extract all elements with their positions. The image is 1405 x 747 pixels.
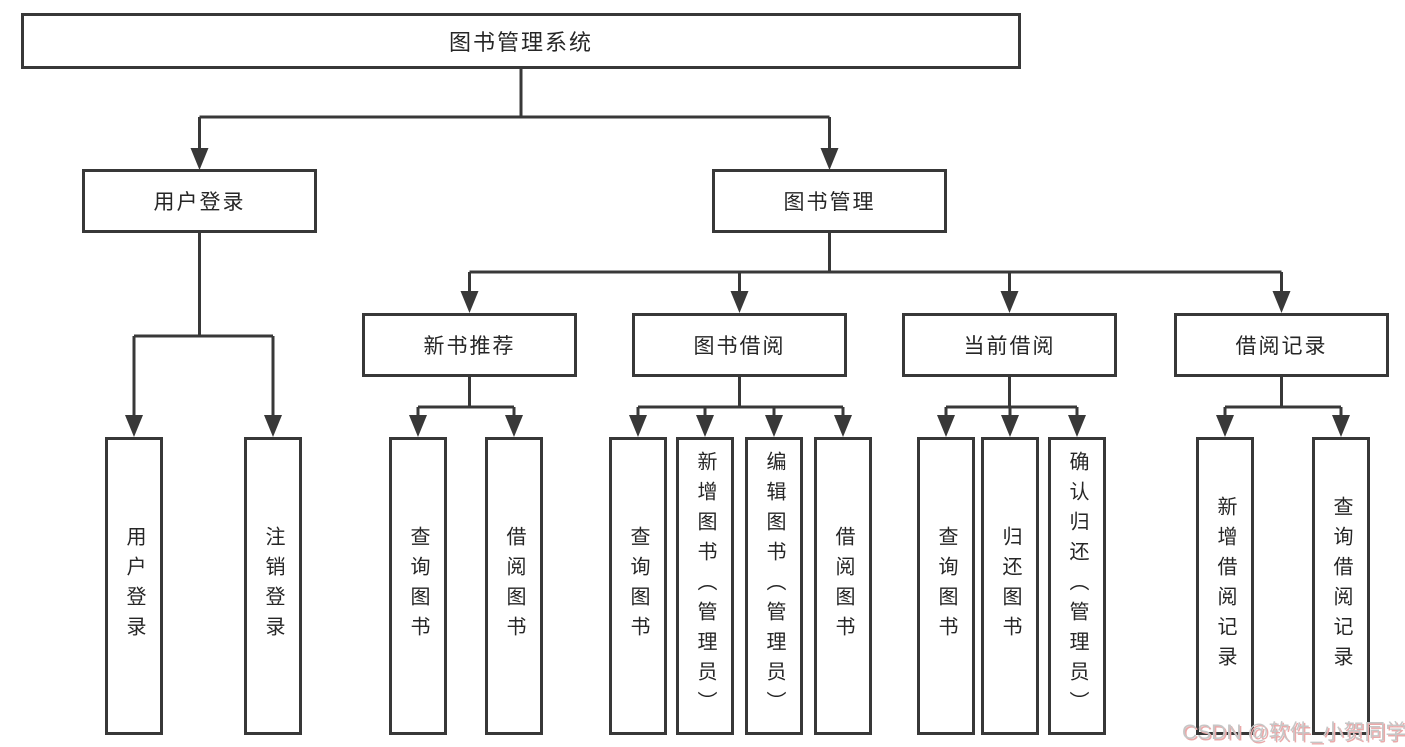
leaf-user-login-label: 用户登录 [123,526,145,646]
leaf-recommend-query-books-label: 查询图书 [407,526,429,646]
node-current-borrowing-label: 当前借阅 [963,335,1056,358]
node-borrowing-records-label: 借阅记录 [1235,335,1328,358]
leaf-add-books-admin: 新增图书（管理员） [676,437,734,735]
leaf-confirm-return-admin: 确认归还（管理员） [1048,437,1106,735]
leaf-add-borrow-record-label: 新增借阅记录 [1214,496,1236,676]
leaf-edit-books-admin-label: 编辑图书（管理员） [763,451,785,721]
leaf-logout-label: 注销登录 [262,526,284,646]
leaf-edit-books-admin: 编辑图书（管理员） [745,437,803,735]
leaf-logout: 注销登录 [244,437,302,735]
leaf-borrowing-query-books-label: 查询图书 [627,526,649,646]
node-current-borrowing: 当前借阅 [902,313,1117,377]
node-root: 图书管理系统 [21,13,1021,69]
leaf-recommend-borrow-books-label: 借阅图书 [503,526,525,646]
leaf-user-login: 用户登录 [105,437,163,735]
node-borrowing-records: 借阅记录 [1174,313,1389,377]
arrowheads [125,148,1350,437]
leaf-return-books-label: 归还图书 [999,526,1021,646]
node-root-label: 图书管理系统 [448,30,593,55]
node-new-book-recommendation: 新书推荐 [362,313,577,377]
connector-paths [132,69,1343,417]
leaf-query-borrow-record-label: 查询借阅记录 [1330,496,1352,676]
leaf-current-query-books: 查询图书 [917,437,975,735]
leaf-return-books: 归还图书 [981,437,1039,735]
node-book-management: 图书管理 [712,169,947,233]
node-book-management-label: 图书管理 [783,191,876,214]
node-book-borrowing: 图书借阅 [632,313,847,377]
leaf-borrowing-query-books: 查询图书 [609,437,667,735]
leaf-query-borrow-record: 查询借阅记录 [1312,437,1370,735]
node-user-login: 用户登录 [82,169,317,233]
leaf-add-books-admin-label: 新增图书（管理员） [694,451,716,721]
leaf-add-borrow-record: 新增借阅记录 [1196,437,1254,735]
node-book-borrowing-label: 图书借阅 [693,335,786,358]
node-user-login-label: 用户登录 [153,191,246,214]
watermark: CSDN @软件_小贺同学 [1182,721,1405,744]
leaf-recommend-borrow-books: 借阅图书 [485,437,543,735]
node-new-book-recommendation-label: 新书推荐 [423,335,516,358]
leaf-confirm-return-admin-label: 确认归还（管理员） [1066,451,1088,721]
leaf-current-query-books-label: 查询图书 [935,526,957,646]
leaf-borrow-books: 借阅图书 [814,437,872,735]
leaf-recommend-query-books: 查询图书 [389,437,447,735]
leaf-borrow-books-label: 借阅图书 [832,526,854,646]
